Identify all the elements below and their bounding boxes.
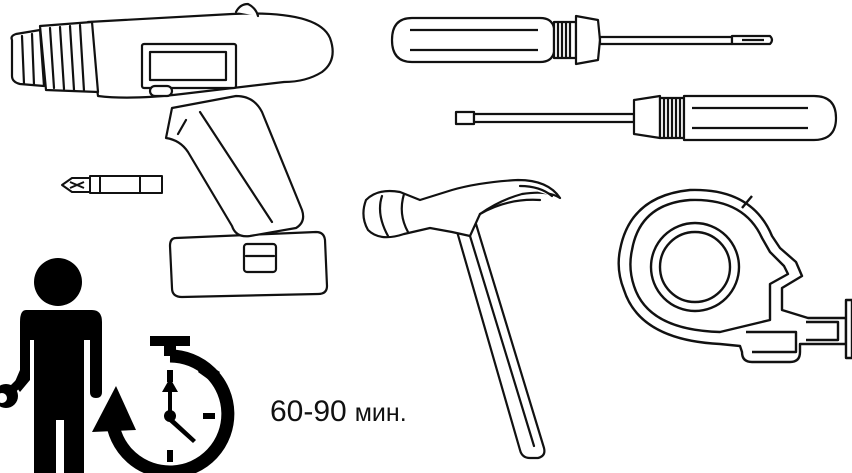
flathead-screwdriver-icon	[454, 94, 838, 142]
claw-hammer-icon	[362, 178, 562, 460]
stopwatch-icon	[92, 336, 235, 473]
assembly-time-unit: мин.	[354, 399, 407, 427]
phillips-screwdriver-icon	[390, 14, 774, 66]
drill-icon	[10, 2, 334, 299]
tape-measure-icon	[617, 188, 852, 364]
drill-bit-icon	[61, 175, 163, 194]
person-with-wrench-icon	[0, 258, 102, 473]
assembly-time-value: 60-90	[270, 395, 347, 428]
